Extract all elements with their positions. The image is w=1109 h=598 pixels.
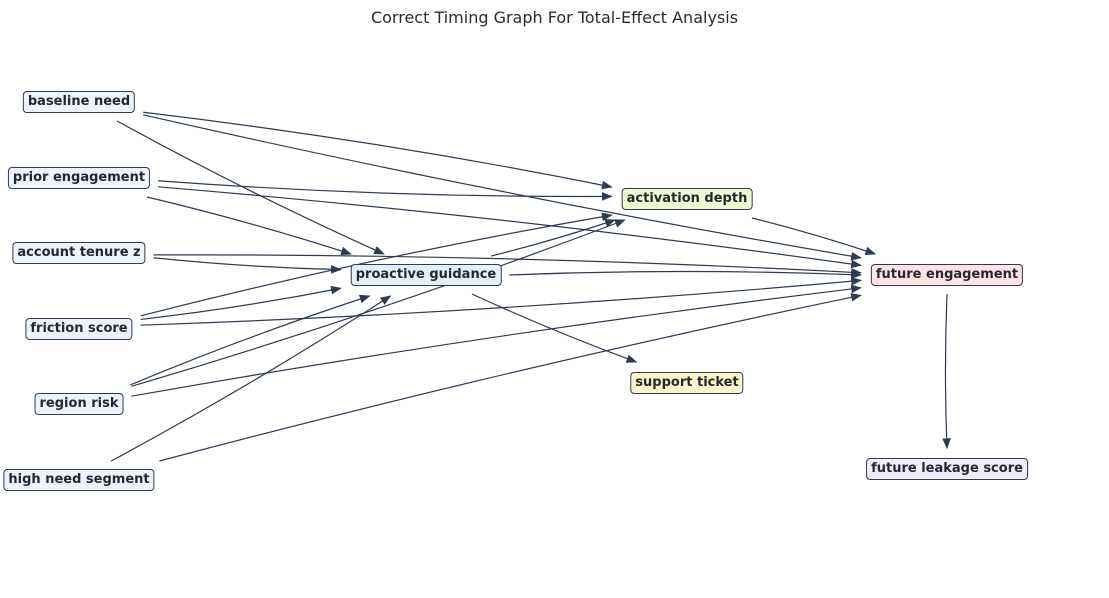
edge-region-risk-to-proactive-guidance [129,294,371,386]
edge-region-risk-to-activation-depth [131,219,626,387]
edge-proactive-guidance-to-support-ticket [471,293,638,363]
node-support-ticket: support ticket [630,372,744,394]
edge-baseline-need-to-future-engagement [143,114,862,261]
node-account-tenure-z: account tenure z [12,242,146,264]
edge-high-need-segment-to-future-engagement [159,293,862,462]
node-future-leakage-score: future leakage score [866,458,1028,480]
node-friction-score: friction score [25,318,133,340]
node-future-engagement: future engagement [870,264,1024,286]
edge-high-need-segment-to-proactive-guidance [110,295,392,462]
edge-prior-engagement-to-future-engagement [158,186,862,269]
node-high-need-segment: high need segment [3,469,155,491]
node-activation-depth: activation depth [621,188,753,210]
edge-proactive-guidance-to-future-engagement [509,270,862,279]
edge-region-risk-to-future-engagement [131,284,862,397]
edge-friction-score-to-activation-depth [140,212,613,317]
node-baseline-need: baseline need [22,91,136,113]
edge-baseline-need-to-activation-depth [143,111,613,190]
node-proactive-guidance: proactive guidance [350,264,502,286]
edge-prior-engagement-to-activation-depth [158,180,613,201]
edge-prior-engagement-to-proactive-guidance [146,196,352,256]
edge-account-tenure-z-to-proactive-guidance [153,257,342,274]
edge-proactive-guidance-to-activation-depth [491,218,616,257]
node-region-risk: region risk [34,393,124,415]
edge-friction-score-to-proactive-guidance [140,285,342,321]
edge-future-engagement-to-future-leakage-score [942,293,951,450]
diagram-title: Correct Timing Graph For Total-Effect An… [370,8,739,27]
edge-account-tenure-z-to-future-engagement [153,254,862,277]
node-prior-engagement: prior engagement [7,167,151,189]
edge-activation-depth-to-future-engagement [751,217,877,255]
edge-baseline-need-to-proactive-guidance [116,120,385,255]
